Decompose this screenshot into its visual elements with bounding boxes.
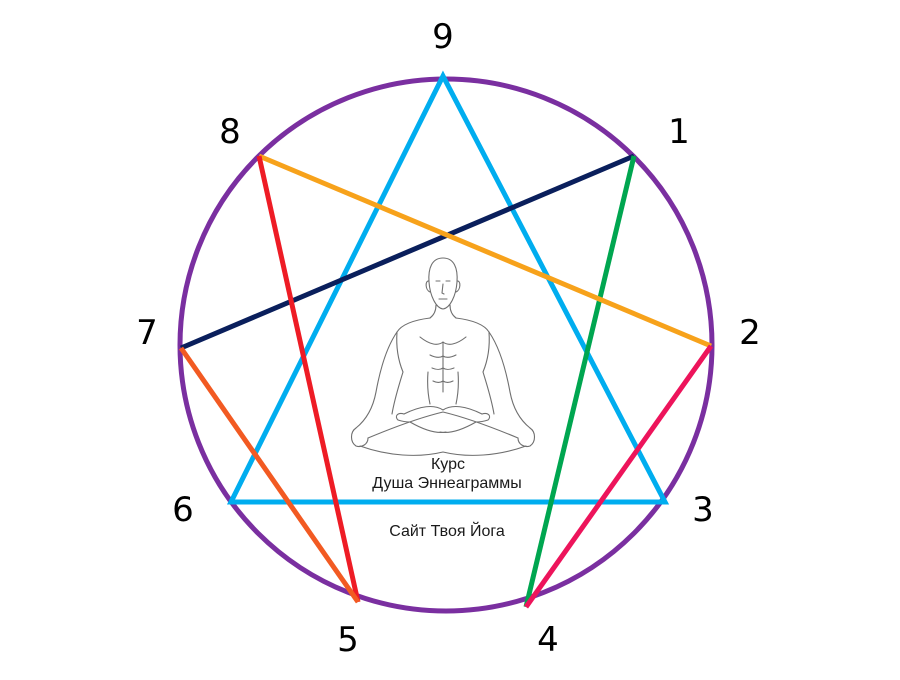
point-label-8: 8 xyxy=(219,112,241,152)
point-label-9: 9 xyxy=(432,17,454,57)
point-label-7: 7 xyxy=(136,313,158,353)
point-label-6: 6 xyxy=(172,490,194,530)
point-label-3: 3 xyxy=(692,490,714,530)
line-8-5 xyxy=(256,155,361,603)
point-label-4: 4 xyxy=(537,620,559,660)
line-1-4 xyxy=(523,155,637,608)
point-label-5: 5 xyxy=(337,620,359,660)
line-2-4 xyxy=(523,344,714,609)
caption-course-title: Душа Эннеаграммы xyxy=(372,475,521,492)
meditating-person-icon xyxy=(350,257,536,456)
line-8-2 xyxy=(258,153,712,349)
point-label-1: 1 xyxy=(668,112,690,152)
line-7-5 xyxy=(178,346,361,604)
triangle-9-3-6 xyxy=(226,70,670,505)
point-label-2: 2 xyxy=(739,313,761,353)
caption-course: Курс xyxy=(431,456,465,473)
line-1-7 xyxy=(180,153,635,351)
caption-site: Сайт Твоя Йога xyxy=(389,521,505,540)
